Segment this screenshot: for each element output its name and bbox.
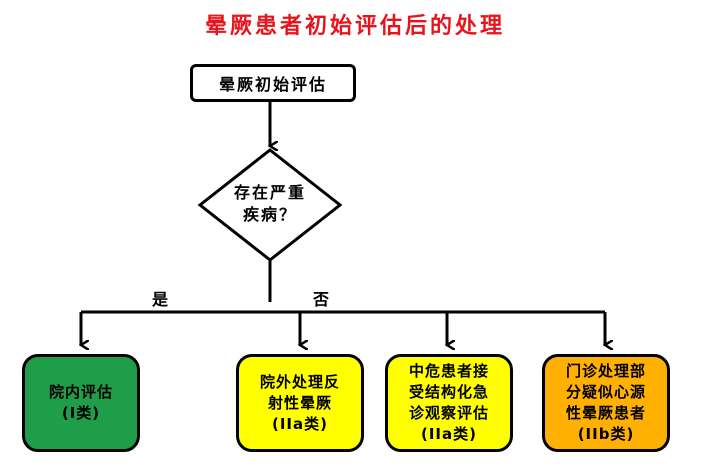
outcome-line: 分疑似心源: [565, 383, 646, 401]
decision-label: 存在严重 疾病？: [204, 182, 336, 226]
outcome-outpatient-reflex: 院外处理反 射性晕厥 (IIa类): [236, 354, 364, 452]
page-title: 晕厥患者初始评估后的处理: [204, 14, 505, 39]
outcome-line: 射性晕厥: [267, 393, 332, 412]
outcome-inhospital: 院内评估 (I类): [22, 354, 140, 452]
decision-line-2: 疾病？: [242, 205, 297, 224]
outcome-line: 中危患者接: [408, 362, 489, 380]
outcome-structured-ed-observation: 中危患者接 受结构化急 诊观察评估 (IIa类): [385, 354, 513, 452]
outcome-line: 诊观察评估: [408, 404, 489, 422]
decision-line-1: 存在严重: [233, 183, 306, 202]
outcome-outpatient-cardiac: 门诊处理部 分疑似心源 性晕厥患者 (IIb类): [542, 354, 670, 452]
outcome-line: 院内评估: [48, 383, 113, 401]
outcome-line: (IIa类): [421, 425, 477, 443]
outcome-line: (I类): [61, 404, 101, 422]
outcome-line: 门诊处理部: [565, 362, 646, 380]
outcome-line: 院外处理反: [259, 372, 340, 391]
branch-no-label: 否: [313, 290, 330, 309]
branch-yes-label: 是: [152, 290, 169, 309]
outcome-line: 受结构化急: [408, 383, 489, 401]
start-box: 晕厥初始评估: [190, 64, 356, 102]
outcome-line: (IIa类): [272, 414, 328, 433]
outcome-line: (IIb类): [577, 425, 635, 443]
outcome-line: 性晕厥患者: [565, 404, 646, 422]
